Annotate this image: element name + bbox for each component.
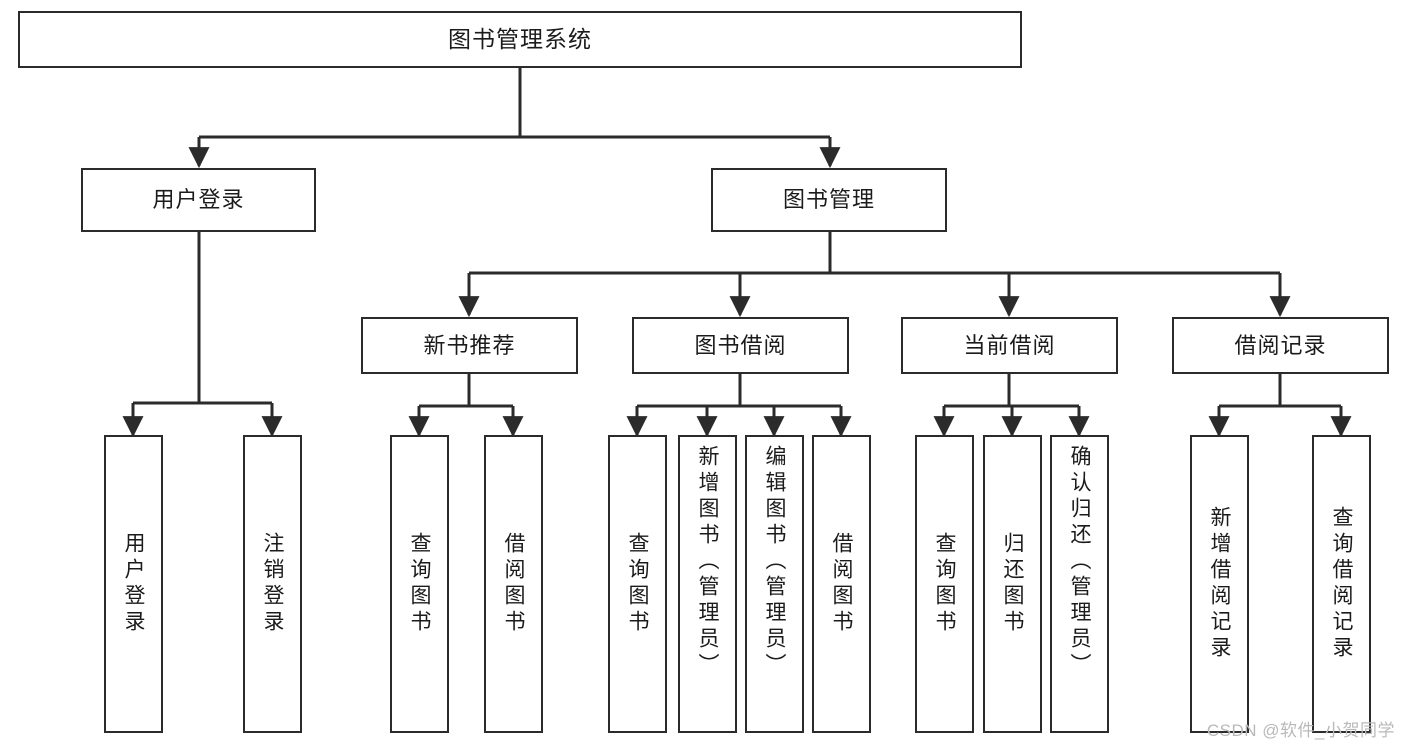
- node-leaf-query-book-2-label: 查询图书: [626, 532, 649, 636]
- node-leaf-confirm-return[interactable]: 确认归还（管理员）: [1050, 435, 1109, 733]
- node-leaf-logout-login-label: 注销登录: [261, 532, 284, 636]
- node-leaf-borrow-book-1[interactable]: 借阅图书: [484, 435, 543, 733]
- node-leaf-query-record[interactable]: 查询借阅记录: [1312, 435, 1371, 733]
- node-book-management-label: 图书管理: [782, 187, 875, 213]
- node-leaf-add-book[interactable]: 新增图书（管理员）: [678, 435, 737, 733]
- node-leaf-logout-login[interactable]: 注销登录: [243, 435, 302, 733]
- node-new-book-recommend[interactable]: 新书推荐: [361, 317, 578, 374]
- node-leaf-add-record[interactable]: 新增借阅记录: [1190, 435, 1249, 733]
- node-leaf-query-book-3-label: 查询图书: [933, 532, 956, 636]
- node-leaf-return-book[interactable]: 归还图书: [983, 435, 1042, 733]
- node-leaf-add-record-label: 新增借阅记录: [1208, 506, 1231, 662]
- node-leaf-borrow-book-1-label: 借阅图书: [502, 532, 525, 636]
- node-leaf-query-record-label: 查询借阅记录: [1330, 506, 1353, 662]
- node-current-borrow[interactable]: 当前借阅: [901, 317, 1118, 374]
- node-user-login[interactable]: 用户登录: [81, 168, 316, 232]
- node-new-book-recommend-label: 新书推荐: [423, 332, 516, 358]
- node-leaf-edit-book-label: 编辑图书（管理员）: [763, 445, 786, 679]
- node-borrow-record[interactable]: 借阅记录: [1172, 317, 1389, 374]
- node-book-borrow-label: 图书借阅: [694, 332, 787, 358]
- node-leaf-query-book-1-label: 查询图书: [408, 532, 431, 636]
- node-leaf-confirm-return-label: 确认归还（管理员）: [1068, 445, 1091, 679]
- node-leaf-user-login[interactable]: 用户登录: [104, 435, 163, 733]
- node-leaf-borrow-book-2-label: 借阅图书: [830, 532, 853, 636]
- node-book-management[interactable]: 图书管理: [711, 168, 947, 232]
- node-leaf-edit-book[interactable]: 编辑图书（管理员）: [745, 435, 804, 733]
- node-leaf-user-login-label: 用户登录: [122, 532, 145, 636]
- node-book-borrow[interactable]: 图书借阅: [632, 317, 849, 374]
- node-current-borrow-label: 当前借阅: [963, 332, 1056, 358]
- node-root-label: 图书管理系统: [448, 25, 592, 52]
- node-borrow-record-label: 借阅记录: [1234, 332, 1327, 358]
- node-leaf-query-book-2[interactable]: 查询图书: [608, 435, 667, 733]
- node-leaf-add-book-label: 新增图书（管理员）: [696, 445, 719, 679]
- node-leaf-borrow-book-2[interactable]: 借阅图书: [812, 435, 871, 733]
- node-root[interactable]: 图书管理系统: [18, 11, 1022, 68]
- node-user-login-label: 用户登录: [152, 187, 245, 213]
- node-leaf-return-book-label: 归还图书: [1001, 532, 1024, 636]
- node-leaf-query-book-3[interactable]: 查询图书: [915, 435, 974, 733]
- node-leaf-query-book-1[interactable]: 查询图书: [390, 435, 449, 733]
- watermark: CSDN @软件_小贺同学: [1206, 721, 1395, 740]
